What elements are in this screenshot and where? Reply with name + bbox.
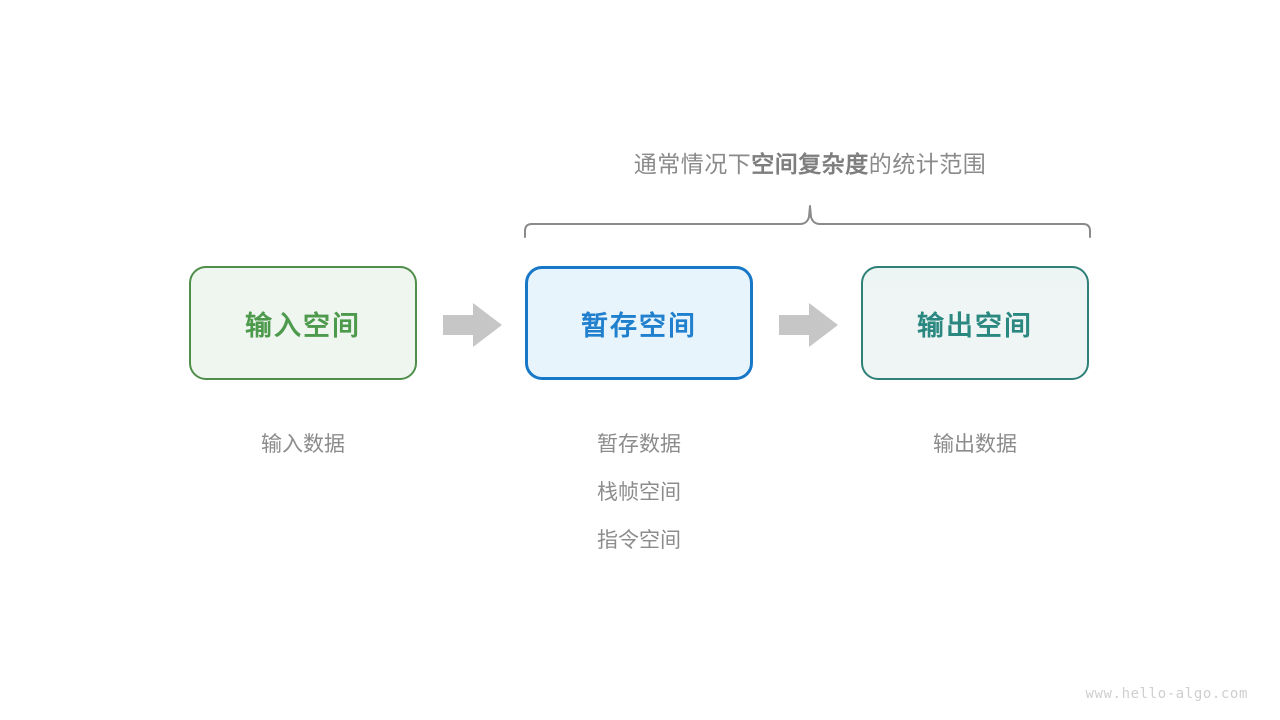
caption-line: 指令空间 <box>597 529 681 552</box>
stage-box-input: 输入空间 <box>189 266 417 380</box>
stage-box-buffer-label: 暂存空间 <box>581 310 697 341</box>
caption-line: 暂存数据 <box>597 433 681 456</box>
arrow-right-icon <box>443 303 503 347</box>
brace-caption-prefix: 通常情况下 <box>633 151 752 177</box>
stage-box-output-label: 输出空间 <box>917 310 1033 341</box>
brace-caption: 通常情况下空间复杂度的统计范围 <box>510 145 1110 179</box>
brace-caption-suffix: 的统计范围 <box>868 151 987 177</box>
caption-column-buffer: 暂存数据 栈帧空间 指令空间 <box>525 421 753 565</box>
caption-line: 栈帧空间 <box>597 481 681 504</box>
caption-line: 输入数据 <box>261 433 345 456</box>
watermark: www.hello-algo.com <box>1085 686 1248 702</box>
stage-box-buffer: 暂存空间 <box>525 266 753 380</box>
caption-line: 输出数据 <box>933 433 1017 456</box>
caption-column-output: 输出数据 <box>861 421 1089 469</box>
curly-brace-icon <box>505 195 1105 245</box>
stage-box-output: 输出空间 <box>861 266 1089 380</box>
stage-box-input-label: 输入空间 <box>245 310 361 341</box>
arrow-right-icon <box>779 303 839 347</box>
caption-column-input: 输入数据 <box>189 421 417 469</box>
brace-caption-emphasis: 空间复杂度 <box>751 151 869 177</box>
